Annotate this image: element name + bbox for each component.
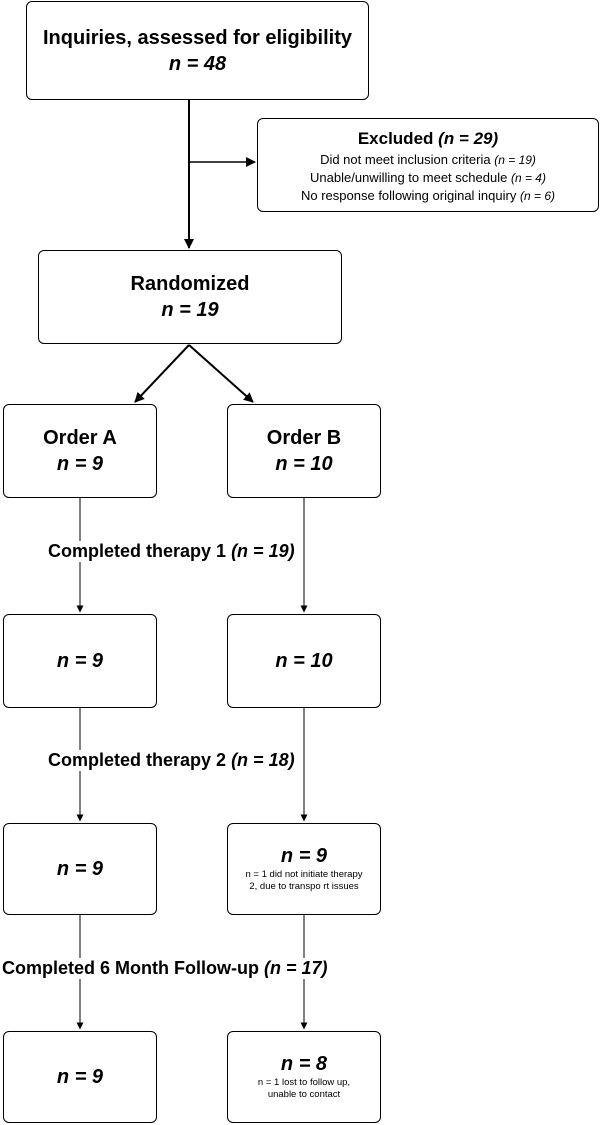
b-after-therapy-1-n: n = 10	[275, 649, 333, 672]
stage-completed-therapy-2: Completed therapy 2 (n = 18)	[48, 750, 295, 771]
b-follow-up-note: n = 1 lost to follow up, unable to conta…	[257, 1077, 351, 1100]
order-b-box: Order B n = 10	[227, 404, 381, 498]
b-follow-up-n: n = 8	[280, 1053, 328, 1075]
b-after-therapy-1-box: n = 10	[227, 614, 381, 708]
order-a-n: n = 9	[56, 453, 104, 475]
a-follow-up-n: n = 9	[56, 1065, 104, 1088]
excluded-reason: Did not meet inclusion criteria (n = 19)	[320, 151, 536, 169]
stage-label: Completed therapy 1	[48, 541, 227, 561]
order-a-title: Order A	[43, 427, 117, 449]
excluded-reason-n: (n = 4)	[510, 171, 546, 185]
stage-n: (n = 17)	[263, 958, 328, 978]
stage-n: (n = 18)	[231, 750, 295, 770]
arrow-to-order-b	[188, 344, 254, 403]
a-after-therapy-1-box: n = 9	[3, 614, 157, 708]
stage-n: (n = 19)	[231, 541, 295, 561]
excluded-heading: Excluded (n = 29)	[358, 127, 498, 151]
randomized-box: Randomized n = 19	[38, 250, 342, 344]
a-follow-up-box: n = 9	[3, 1031, 157, 1123]
stage-completed-therapy-1: Completed therapy 1 (n = 19)	[48, 541, 295, 562]
excluded-n: (n = 29)	[438, 129, 499, 148]
randomized-n: n = 19	[161, 299, 219, 321]
stage-label: Completed 6 Month Follow-up	[2, 958, 259, 978]
excluded-reason: Unable/unwilling to meet schedule (n = 4…	[310, 169, 546, 187]
excluded-reason-text: Did not meet inclusion criteria	[320, 152, 491, 167]
order-b-title: Order B	[266, 427, 342, 449]
b-follow-up-box: n = 8 n = 1 lost to follow up, unable to…	[227, 1031, 381, 1123]
excluded-reason: No response following original inquiry (…	[301, 187, 555, 205]
randomized-title: Randomized	[130, 273, 250, 295]
excluded-reason-n: (n = 6)	[519, 189, 555, 203]
a-after-therapy-2-box: n = 9	[3, 823, 157, 915]
excluded-box: Excluded (n = 29) Did not meet inclusion…	[257, 118, 599, 212]
excluded-reason-n: (n = 19)	[494, 153, 536, 167]
excluded-reason-text: No response following original inquiry	[301, 188, 517, 203]
b-after-therapy-2-n: n = 9	[280, 845, 328, 867]
order-b-n: n = 10	[275, 453, 333, 475]
b-after-therapy-2-note: n = 1 did not initiate therapy 2, due to…	[245, 869, 363, 892]
excluded-reason-text: Unable/unwilling to meet schedule	[310, 170, 508, 185]
arrow-to-order-a	[134, 344, 190, 403]
inquiries-box: Inquiries, assessed for eligibility n = …	[26, 1, 369, 100]
stage-label: Completed therapy 2	[48, 750, 227, 770]
a-after-therapy-2-n: n = 9	[56, 857, 104, 880]
order-a-box: Order A n = 9	[3, 404, 157, 498]
inquiries-n: n = 48	[168, 52, 227, 75]
a-after-therapy-1-n: n = 9	[56, 649, 104, 672]
excluded-title: Excluded	[357, 129, 434, 148]
stage-completed-follow-up: Completed 6 Month Follow-up (n = 17)	[2, 958, 328, 979]
b-after-therapy-2-box: n = 9 n = 1 did not initiate therapy 2, …	[227, 823, 381, 915]
inquiries-title: Inquiries, assessed for eligibility	[43, 26, 352, 49]
